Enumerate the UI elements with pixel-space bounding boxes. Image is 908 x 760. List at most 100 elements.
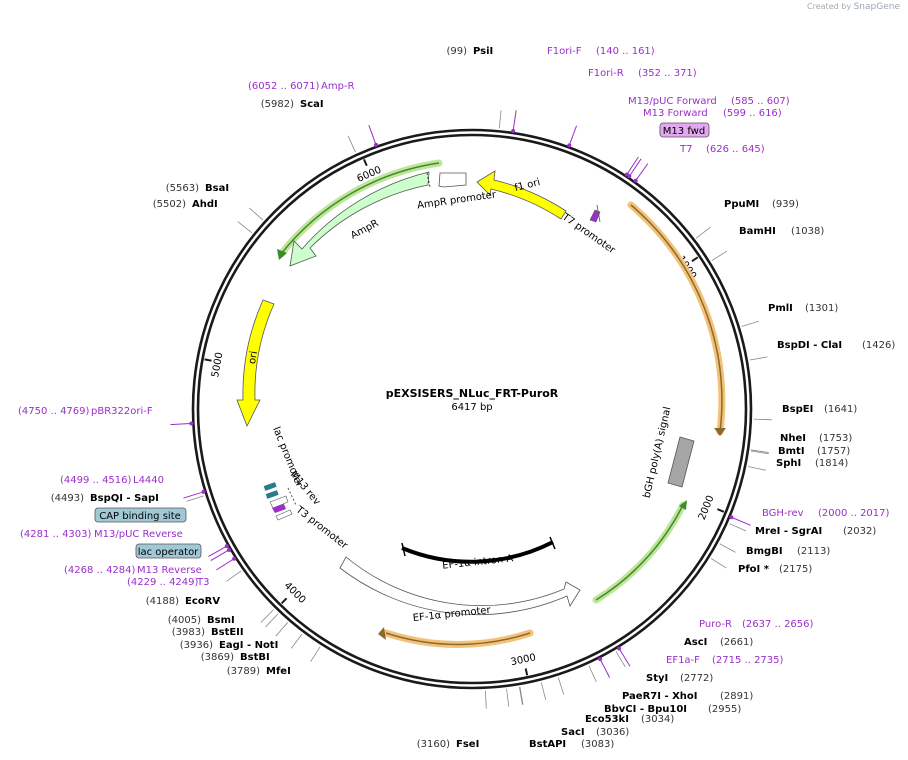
primer-leader-line bbox=[183, 491, 203, 499]
enzyme-leader-line bbox=[519, 686, 524, 705]
bgh-polya-feature[interactable] bbox=[667, 436, 695, 488]
enzyme-pos: (1426) bbox=[862, 340, 895, 351]
cap-binding-site-box[interactable]: CAP binding site bbox=[94, 507, 187, 523]
enzyme-fsei[interactable]: (3160)FseI bbox=[417, 739, 480, 750]
primer-t3[interactable]: (4229 .. 4249)T3 bbox=[127, 577, 209, 588]
primer-leader-line bbox=[732, 517, 751, 526]
m13-rev-label: M13 rev bbox=[288, 469, 323, 507]
enzyme-bsteii[interactable]: (3983)BstEII bbox=[172, 627, 244, 638]
enzyme-eco53ki[interactable]: Eco53kI(3034) bbox=[585, 714, 674, 725]
primer-l4440[interactable]: (4499 .. 4516)L4440 bbox=[60, 475, 164, 486]
lac-operator-box[interactable]: lac operator bbox=[135, 543, 202, 559]
enzyme-mfei[interactable]: (3789)MfeI bbox=[227, 666, 291, 677]
enzyme-styi[interactable]: StyI(2772) bbox=[646, 673, 713, 684]
enzyme-pmli[interactable]: PmlI(1301) bbox=[768, 303, 838, 314]
primer-site-mark bbox=[617, 646, 622, 651]
enzyme-bsmi[interactable]: (4005)BsmI bbox=[168, 615, 235, 626]
primer-m13-reverse[interactable]: (4268 .. 4284)M13 Reverse bbox=[64, 565, 202, 576]
enzyme-pos: (1301) bbox=[805, 303, 838, 314]
enzyme-bamhi[interactable]: BamHI(1038) bbox=[739, 226, 824, 237]
primer-range: (4268 .. 4284) bbox=[64, 565, 136, 576]
enzyme-bpu10i[interactable]: BbvCI - Bpu10I(2955) bbox=[604, 704, 741, 715]
enzyme-leader-line bbox=[237, 221, 253, 234]
tick-mark bbox=[691, 256, 699, 263]
enzyme-pos: (3083) bbox=[581, 739, 614, 750]
primer-f1ori-r[interactable]: F1ori-R (352 .. 371) bbox=[588, 68, 697, 79]
t7-promoter-tick bbox=[596, 204, 601, 223]
primer-m13-forward[interactable]: M13 Forward(599 .. 616) bbox=[643, 108, 782, 119]
lac-operator-mark[interactable] bbox=[265, 490, 279, 499]
frt-feature-arc[interactable] bbox=[592, 501, 687, 604]
tick-label: 4000 bbox=[282, 580, 308, 606]
ampr-promoter-feature[interactable] bbox=[438, 172, 467, 188]
primer-name: F1ori-R bbox=[588, 68, 624, 79]
primer-bgh-rev[interactable]: BGH-rev(2000 .. 2017) bbox=[762, 508, 890, 519]
primer-range: (140 .. 161) bbox=[596, 46, 655, 57]
ef1a-intron-feature[interactable] bbox=[401, 540, 554, 564]
enzyme-leader-line bbox=[260, 609, 274, 623]
frt-feature-line bbox=[595, 504, 684, 601]
primer-ef1a-f[interactable]: EF1a-F(2715 .. 2735) bbox=[666, 655, 784, 666]
primer-name: EF1a-F bbox=[666, 655, 700, 666]
primer-site-mark bbox=[598, 657, 603, 662]
enzyme-pfoi[interactable]: PfoI *(2175) bbox=[738, 564, 812, 575]
enzyme-leader-line bbox=[741, 320, 759, 327]
enzyme-leader-line bbox=[498, 110, 502, 129]
enzyme-bmti[interactable]: BmtI(1757) bbox=[778, 446, 850, 457]
enzyme-bstapi[interactable]: BstAPI(3083) bbox=[529, 739, 614, 750]
enzyme-noti[interactable]: (3936)EagI - NotI bbox=[180, 640, 279, 651]
primer-pbr322ori-f[interactable]: (4750 .. 4769)pBR322ori-F bbox=[18, 406, 153, 417]
primer-site-mark bbox=[567, 143, 572, 148]
enzyme-name: SphI bbox=[776, 458, 801, 469]
primer-t7[interactable]: T7(626 .. 645) bbox=[679, 144, 765, 155]
ori-feature[interactable] bbox=[236, 299, 275, 427]
enzyme-leader-line bbox=[540, 682, 547, 700]
enzyme-bsai[interactable]: (5563)BsaI bbox=[166, 183, 229, 194]
primer-amp-r[interactable]: (6052 .. 6071)Amp-R bbox=[248, 81, 355, 92]
snapgene-logo-text: SnapGene bbox=[853, 2, 900, 12]
enzyme-nhei[interactable]: NheI(1753) bbox=[780, 433, 852, 444]
primer-range: (4281 .. 4303) bbox=[20, 529, 92, 540]
enzyme-ecorv[interactable]: (4188)EcoRV bbox=[146, 596, 221, 607]
m13-fwd-box[interactable]: M13 fwd bbox=[659, 122, 710, 138]
puror-feature-arrowhead bbox=[378, 627, 386, 640]
primer-puro-r[interactable]: Puro-R(2637 .. 2656) bbox=[699, 619, 814, 630]
primer-range: (352 .. 371) bbox=[638, 68, 697, 79]
enzyme-xhoi[interactable]: PaeR7I - XhoI(2891) bbox=[622, 691, 753, 702]
enzyme-name: BsaI bbox=[205, 183, 229, 194]
t7-promoter-feature[interactable] bbox=[589, 209, 601, 223]
cap-binding-site-mark[interactable] bbox=[263, 482, 277, 491]
primer-site-mark bbox=[729, 515, 734, 520]
enzyme-bstbi[interactable]: (3869)BstBI bbox=[201, 652, 270, 663]
enzyme-name: PaeR7I - XhoI bbox=[622, 691, 698, 702]
m13-rev-mark[interactable] bbox=[272, 504, 286, 513]
primer-range: (4229 .. 4249) bbox=[127, 577, 199, 588]
enzyme-pos: (2113) bbox=[797, 546, 830, 557]
t3-promoter-mark[interactable] bbox=[275, 509, 293, 521]
enzyme-sapi[interactable]: (4493)BspQI - SapI bbox=[51, 493, 159, 504]
m13-fwd-text: M13 fwd bbox=[663, 126, 705, 137]
enzyme-ahdi[interactable]: (5502)AhdI bbox=[153, 199, 218, 210]
ef1a-promoter-feature[interactable] bbox=[339, 556, 581, 616]
f1-ori-feature[interactable] bbox=[476, 170, 567, 220]
ampr-feature[interactable] bbox=[289, 171, 430, 267]
enzyme-sphi[interactable]: SphI(1814) bbox=[776, 458, 848, 469]
enzyme-scai[interactable]: (5982)ScaI bbox=[261, 99, 324, 110]
primer-m13-puc-forward[interactable]: M13/pUC Forward(585 .. 607) bbox=[628, 96, 790, 107]
primer-m13-puc-reverse[interactable]: (4281 .. 4303)M13/pUC Reverse bbox=[20, 529, 183, 540]
primer-f1ori-f[interactable]: F1ori-F(140 .. 161) bbox=[547, 46, 655, 57]
enzyme-clai[interactable]: BspDI - ClaI(1426) bbox=[777, 340, 895, 351]
enzyme-asci[interactable]: AscI(2661) bbox=[684, 637, 753, 648]
nluc-feature-line bbox=[630, 204, 723, 433]
lac-promoter-mark[interactable] bbox=[269, 495, 289, 509]
enzyme-bspei[interactable]: BspEI(1641) bbox=[782, 404, 857, 415]
enzyme-bmgbi[interactable]: BmgBI(2113) bbox=[746, 546, 830, 557]
primer-range: (585 .. 607) bbox=[731, 96, 790, 107]
enzyme-ppumi[interactable]: PpuMI(939) bbox=[724, 199, 799, 210]
enzyme-name: ScaI bbox=[300, 99, 324, 110]
enzyme-psii[interactable]: (99)PsiI bbox=[446, 46, 493, 57]
enzyme-sgrai[interactable]: MreI - SgrAI(2032) bbox=[755, 526, 876, 537]
primer-name: T3 bbox=[196, 577, 209, 588]
enzyme-saci[interactable]: SacI(3036) bbox=[561, 727, 629, 738]
enzyme-name: StyI bbox=[646, 673, 668, 684]
